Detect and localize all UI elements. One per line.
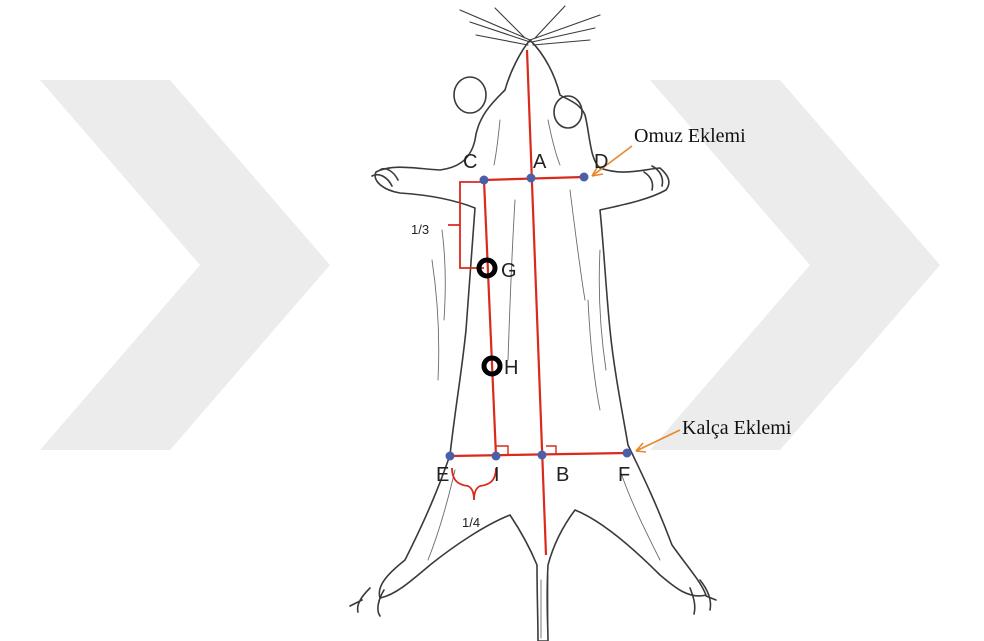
label-E: E (436, 464, 449, 486)
fraction-one-third-label: 1/3 (411, 222, 429, 237)
rat-illustration (350, 6, 716, 641)
brace-one-quarter (452, 468, 496, 500)
ear-left (454, 77, 486, 113)
annotation-arrows (592, 146, 680, 452)
midline-A-B (527, 50, 546, 555)
label-G: G (501, 260, 517, 282)
paw-hind-right (690, 580, 716, 614)
ear-right (554, 96, 582, 128)
label-F: F (618, 464, 630, 486)
parallel-line-C-I (484, 180, 496, 456)
point-dot-F (623, 449, 632, 458)
watermark-chevron-left (40, 80, 330, 450)
measurement-lines (448, 50, 627, 555)
label-H: H (504, 357, 518, 379)
watermark-chevrons (40, 80, 940, 450)
point-dot-E (446, 452, 455, 461)
whiskers (460, 6, 600, 45)
hip-joint-annotation: Kalça Eklemi (682, 417, 792, 439)
label-B: B (556, 464, 569, 486)
label-C: C (463, 151, 477, 173)
point-dot-I (492, 452, 501, 461)
shoulder-joint-annotation: Omuz Eklemi (634, 125, 746, 147)
joint-dots (446, 173, 632, 461)
point-dot-B (538, 451, 547, 460)
fur-shading (428, 120, 660, 640)
fraction-one-quarter-label: 1/4 (462, 515, 480, 530)
label-I: I (494, 464, 500, 486)
point-dot-A (527, 174, 536, 183)
label-A: A (533, 151, 547, 173)
point-dot-D (580, 173, 589, 182)
point-dot-C (480, 176, 489, 185)
label-D: D (594, 151, 608, 173)
bracket-one-third (448, 182, 484, 268)
